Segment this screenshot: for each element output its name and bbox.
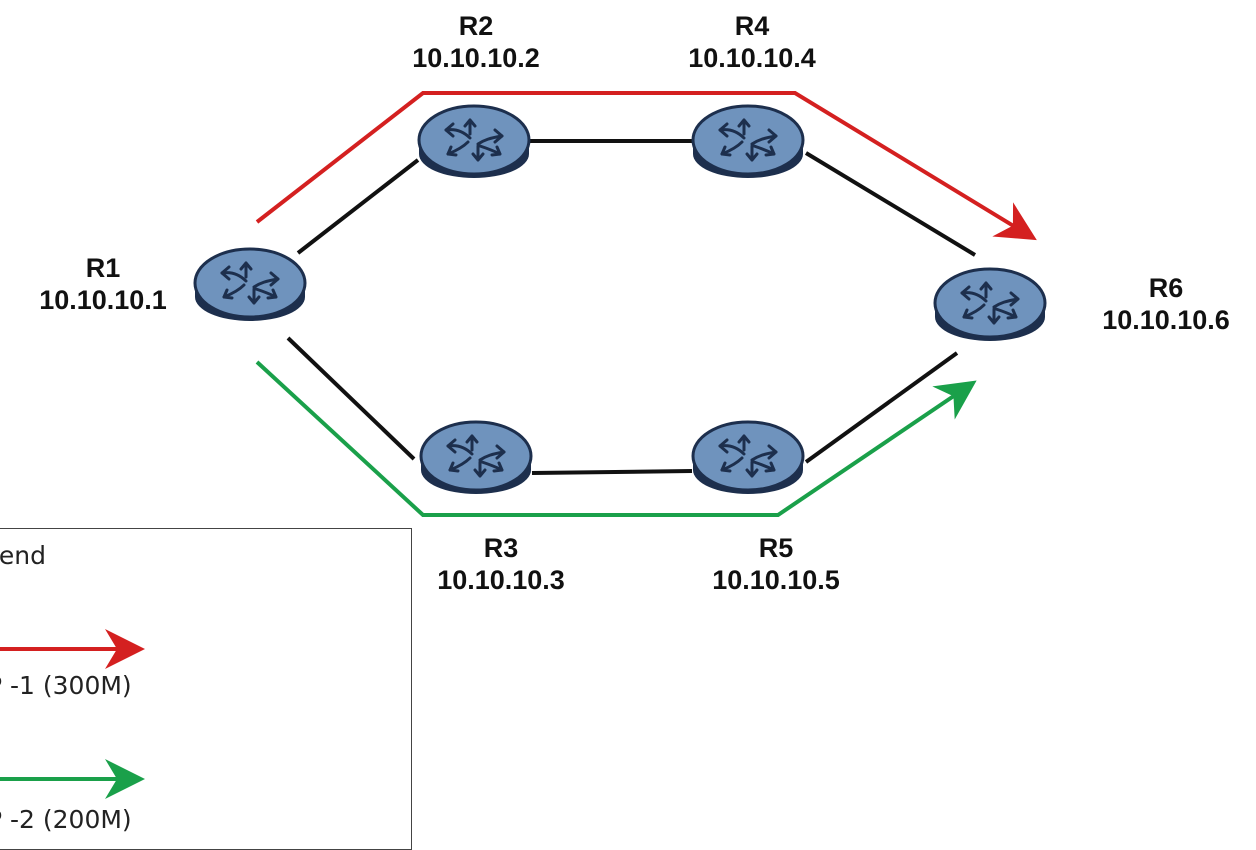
router-name: R3 — [483, 533, 519, 563]
legend-item-path-1: P -1 (300M) — [0, 671, 132, 700]
router-ip: 10.10.10.3 — [437, 565, 565, 595]
router-ip: 10.10.10.2 — [412, 43, 540, 73]
link-r4-r6 — [804, 151, 977, 257]
path-1-arrow — [255, 91, 1037, 241]
router-label-r4: R4 10.10.10.4 — [688, 10, 816, 74]
router-label-r5: R5 10.10.10.5 — [712, 532, 840, 596]
router-r3-icon[interactable] — [419, 420, 533, 496]
router-r4-icon[interactable] — [691, 104, 805, 180]
router-label-r6: R6 10.10.10.6 — [1102, 272, 1230, 336]
router-name: R6 — [1148, 273, 1184, 303]
link-r1-r3 — [286, 336, 416, 461]
router-r6-icon[interactable] — [933, 267, 1047, 343]
router-label-r2: R2 10.10.10.2 — [412, 10, 540, 74]
path-2-arrow — [255, 360, 977, 517]
link-r5-r6 — [804, 351, 959, 464]
link-r3-r5 — [531, 469, 693, 475]
legend-swatches — [0, 629, 145, 799]
links — [286, 139, 977, 475]
legend-title: gend — [0, 541, 46, 570]
legend: gend P -1 (300M) P -2 (200M) — [0, 528, 412, 850]
router-r1-icon[interactable] — [193, 247, 307, 323]
router-ip: 10.10.10.6 — [1102, 305, 1230, 335]
router-name: R4 — [734, 11, 770, 41]
router-name: R2 — [458, 11, 494, 41]
router-label-r3: R3 10.10.10.3 — [437, 532, 565, 596]
link-r1-r2 — [296, 158, 420, 255]
router-ip: 10.10.10.5 — [712, 565, 840, 595]
router-label-r1: R1 10.10.10.1 — [39, 252, 167, 316]
router-name: R5 — [758, 533, 794, 563]
router-name: R1 — [85, 253, 121, 283]
router-ip: 10.10.10.1 — [39, 285, 167, 315]
router-r2-icon[interactable] — [417, 104, 531, 180]
router-ip: 10.10.10.4 — [688, 43, 816, 73]
legend-item-path-2: P -2 (200M) — [0, 805, 132, 834]
router-r5-icon[interactable] — [691, 420, 805, 496]
